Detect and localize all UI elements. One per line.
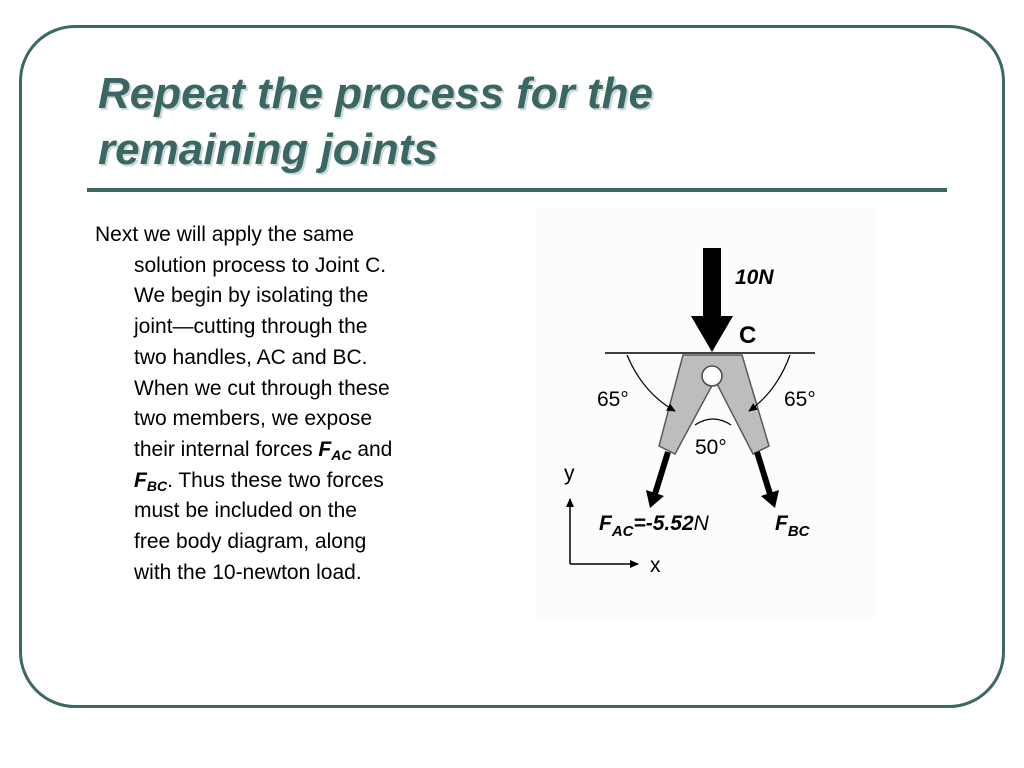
symbol-subscript-bc: BC [146,477,168,494]
slide-title: Repeat the process for the remaining joi… [98,66,938,178]
body-line: two members, we expose [134,407,373,431]
joint-member [658,354,770,456]
body-line-forces: their internal forces FAC and [95,435,465,466]
symbol-f-ac: FAC [318,437,352,463]
symbol-f-bc: FBC [134,468,168,494]
title-underline [87,188,947,192]
angle-arc-between [694,418,732,426]
body-line: free body diagram, along [134,530,367,554]
body-line: Next we will apply the same [95,223,355,246]
force-arrow-ac [646,451,671,508]
body-line-fbc: FBC. Thus these two forces [95,466,465,497]
title-line-1: Repeat the process for the [98,69,654,118]
force-ac-symbol: F [599,512,613,535]
force-ac-value: =-5.52 [634,512,694,535]
body-text-fragment: their internal forces [134,437,319,461]
joint-label: C [739,322,756,349]
force-bc-symbol: F [775,512,789,535]
symbol-f: F [134,468,147,492]
force-bc-label: FBC [775,512,811,540]
free-body-diagram: 10N C 65° 65° 50° FAC=- [535,208,875,618]
symbol-subscript-ac: AC [331,446,352,463]
body-line: with the 10-newton load. [134,560,362,584]
angle-left-label: 65° [597,388,629,411]
slide-frame [19,25,1005,708]
free-body-diagram-svg: 10N C 65° 65° 50° FAC=- [564,248,816,577]
y-axis-label: y [564,462,575,485]
body-text: Next we will apply the same solution pro… [95,220,465,588]
body-line: When we cut through these [134,376,390,400]
body-line: must be included on the [134,499,357,523]
force-ac-subscript: AC [611,523,635,540]
symbol-f: F [318,437,332,461]
pin-hole [701,365,723,387]
body-text-fragment: . Thus these two forces [167,468,384,492]
body-line: We begin by isolating the [134,284,369,308]
angle-arc-right [748,354,791,412]
title-line-2: remaining joints [98,125,438,174]
body-line: joint—cutting through the [134,315,368,339]
force-bc-subscript: BC [788,523,811,540]
body-line: solution process to Joint C. [134,253,387,277]
force-arrow-bc [754,451,779,508]
force-ac-label: FAC=-5.52N [599,512,710,540]
body-text-fragment: and [351,437,393,461]
angle-arc-left [626,354,676,412]
load-arrow [691,248,733,352]
load-label: 10N [735,266,774,289]
x-axis-label: x [650,554,661,577]
coordinate-axes [566,498,639,568]
body-line: two handles, AC and BC. [134,345,368,369]
angle-between-label: 50° [695,436,727,459]
force-ac-unit: N [694,512,710,535]
angle-right-label: 65° [784,388,816,411]
